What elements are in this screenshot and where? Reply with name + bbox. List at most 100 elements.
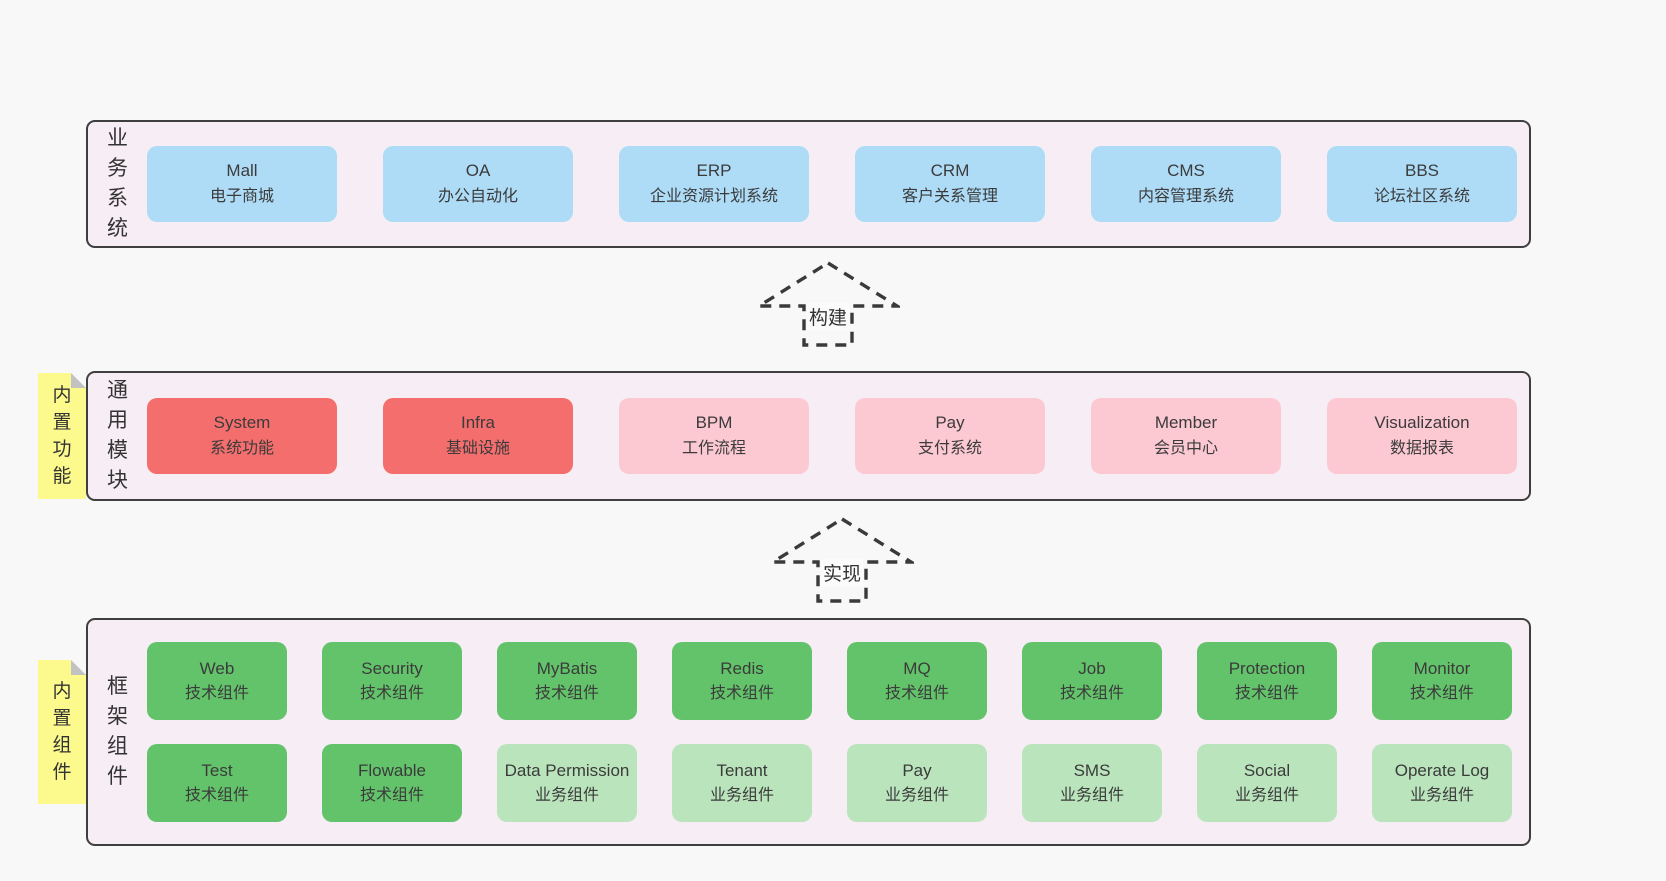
module-title: Flowable	[357, 760, 427, 780]
module-box-cms: CMS 内容管理系统	[1091, 146, 1281, 222]
module-title: Pay	[902, 760, 932, 780]
module-box-tenant: Tenant 业务组件	[672, 744, 812, 822]
module-title: Data Permission	[504, 760, 630, 780]
framework-row-2: Test 技术组件 Flowable 技术组件 Data Permission …	[147, 744, 1517, 822]
module-box-security: Security 技术组件	[322, 642, 462, 720]
module-box-redis: Redis 技术组件	[672, 642, 812, 720]
module-title: MQ	[903, 658, 931, 678]
implement-arrow-label: 实现	[823, 563, 861, 585]
business-systems-label: 业务系统	[88, 122, 147, 246]
module-title: MyBatis	[536, 658, 598, 678]
module-box-bpm: BPM 工作流程	[619, 398, 809, 474]
module-title: Mall	[226, 161, 258, 181]
build-arrow-label: 构建	[809, 307, 847, 329]
module-title: Security	[361, 658, 423, 678]
module-subtitle: 客户关系管理	[901, 188, 998, 206]
module-subtitle: 技术组件	[184, 684, 249, 702]
module-subtitle: 内容管理系统	[1137, 188, 1234, 206]
module-title: BBS	[1404, 161, 1440, 181]
module-subtitle: 业务组件	[709, 786, 774, 804]
builtin-features-tag: 内置功能	[38, 373, 86, 499]
module-title: Visualization	[1374, 413, 1470, 433]
module-box-monitor: Monitor 技术组件	[1372, 642, 1512, 720]
module-title: OA	[465, 161, 491, 181]
module-box-pay-biz: Pay 业务组件	[847, 744, 987, 822]
common-modules-label: 通用模块	[88, 373, 147, 499]
module-title: Social	[1243, 760, 1291, 780]
module-box-flowable: Flowable 技术组件	[322, 744, 462, 822]
module-subtitle: 技术组件	[709, 684, 774, 702]
side-label-text: 通用模块	[107, 379, 128, 492]
module-subtitle: 论坛社区系统	[1373, 188, 1470, 206]
module-title: SMS	[1073, 760, 1111, 780]
module-box-member: Member 会员中心	[1091, 398, 1281, 474]
module-subtitle: 技术组件	[1409, 684, 1474, 702]
module-box-bbs: BBS 论坛社区系统	[1327, 146, 1517, 222]
common-modules-layer: 通用模块 System 系统功能 Infra 基础设施 BPM 工作流程 Pay…	[86, 371, 1531, 501]
module-box-mq: MQ 技术组件	[847, 642, 987, 720]
module-title: Monitor	[1413, 658, 1471, 678]
module-box-mall: Mall 电子商城	[147, 146, 337, 222]
module-box-operate-log: Operate Log 业务组件	[1372, 744, 1512, 822]
framework-components-layer: 框架组件 Web 技术组件 Security 技术组件 MyBatis 技术组件…	[86, 618, 1531, 846]
module-title: CMS	[1167, 161, 1205, 181]
module-subtitle: 业务组件	[1409, 786, 1474, 804]
module-subtitle: 办公自动化	[437, 188, 518, 206]
module-title: Web	[199, 658, 235, 678]
module-box-pay: Pay 支付系统	[855, 398, 1045, 474]
module-box-infra: Infra 基础设施	[383, 398, 573, 474]
module-subtitle: 技术组件	[884, 684, 949, 702]
module-title: System	[213, 413, 271, 433]
module-subtitle: 技术组件	[534, 684, 599, 702]
module-box-data-permission: Data Permission 业务组件	[497, 744, 637, 822]
module-title: Tenant	[716, 760, 768, 780]
module-title: Member	[1154, 413, 1218, 433]
module-subtitle: 技术组件	[359, 684, 424, 702]
business-systems-boxes: Mall 电子商城 OA 办公自动化 ERP 企业资源计划系统 CRM 客户关系…	[147, 122, 1529, 246]
module-box-job: Job 技术组件	[1022, 642, 1162, 720]
module-box-mybatis: MyBatis 技术组件	[497, 642, 637, 720]
module-subtitle: 支付系统	[917, 440, 982, 458]
up-block-arrow-icon: 构建	[756, 260, 900, 347]
module-title: BPM	[695, 413, 733, 433]
module-subtitle: 业务组件	[884, 786, 949, 804]
module-subtitle: 业务组件	[1059, 786, 1124, 804]
module-title: Operate Log	[1394, 760, 1490, 780]
module-subtitle: 会员中心	[1153, 440, 1218, 458]
module-title: Test	[201, 760, 233, 780]
side-label-text: 业务系统	[107, 127, 128, 240]
module-box-test: Test 技术组件	[147, 744, 287, 822]
framework-components-label: 框架组件	[88, 620, 147, 844]
implement-arrow: 实现	[770, 516, 914, 604]
module-box-crm: CRM 客户关系管理	[855, 146, 1045, 222]
module-title: ERP	[696, 161, 732, 181]
module-title: Job	[1078, 658, 1106, 678]
framework-components-grid: Web 技术组件 Security 技术组件 MyBatis 技术组件 Redi…	[147, 620, 1529, 844]
up-block-arrow-icon: 实现	[770, 516, 914, 603]
module-box-sms: SMS 业务组件	[1022, 744, 1162, 822]
module-subtitle: 电子商城	[209, 188, 274, 206]
module-subtitle: 技术组件	[359, 786, 424, 804]
module-subtitle: 业务组件	[1234, 786, 1299, 804]
module-box-visualization: Visualization 数据报表	[1327, 398, 1517, 474]
module-box-protection: Protection 技术组件	[1197, 642, 1337, 720]
module-subtitle: 技术组件	[1234, 684, 1299, 702]
module-box-web: Web 技术组件	[147, 642, 287, 720]
builtin-components-tag: 内置组件	[38, 660, 86, 804]
framework-row-1: Web 技术组件 Security 技术组件 MyBatis 技术组件 Redi…	[147, 642, 1517, 720]
module-subtitle: 业务组件	[534, 786, 599, 804]
module-box-social: Social 业务组件	[1197, 744, 1337, 822]
module-title: CRM	[930, 161, 970, 181]
tag-text: 内置组件	[52, 681, 72, 783]
side-label-text: 框架组件	[107, 675, 128, 788]
tag-text: 内置功能	[52, 385, 72, 487]
build-arrow: 构建	[756, 260, 900, 348]
module-box-system: System 系统功能	[147, 398, 337, 474]
module-box-erp: ERP 企业资源计划系统	[619, 146, 809, 222]
common-modules-boxes: System 系统功能 Infra 基础设施 BPM 工作流程 Pay 支付系统…	[147, 373, 1529, 499]
module-title: Redis	[720, 658, 764, 678]
module-subtitle: 技术组件	[184, 786, 249, 804]
module-box-oa: OA 办公自动化	[383, 146, 573, 222]
business-systems-layer: 业务系统 Mall 电子商城 OA 办公自动化 ERP 企业资源计划系统 CRM…	[86, 120, 1531, 248]
module-subtitle: 系统功能	[209, 440, 274, 458]
